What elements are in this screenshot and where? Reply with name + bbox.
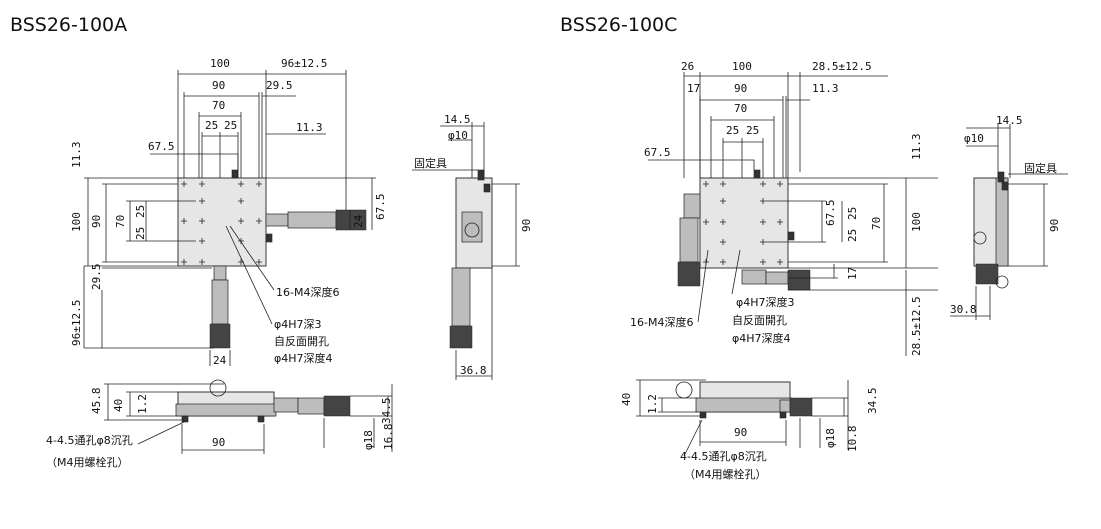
svg-text:自反面開孔: 自反面開孔 xyxy=(274,335,329,348)
svg-text:φ18: φ18 xyxy=(824,428,837,448)
left-bottom-view xyxy=(104,379,393,454)
svg-text:36.8: 36.8 xyxy=(460,364,487,377)
svg-text:67.5: 67.5 xyxy=(374,194,387,221)
svg-text:90: 90 xyxy=(90,215,103,228)
svg-text:67.5: 67.5 xyxy=(148,140,175,153)
svg-text:70: 70 xyxy=(734,102,747,115)
svg-text:φ18: φ18 xyxy=(362,430,375,450)
svg-text:90: 90 xyxy=(734,82,747,95)
svg-text:34.5: 34.5 xyxy=(866,388,879,415)
svg-text:（M4用螺栓孔）: （M4用螺栓孔） xyxy=(46,455,129,469)
svg-text:1.2: 1.2 xyxy=(136,394,149,414)
svg-text:25: 25 xyxy=(746,124,759,137)
svg-text:34.5: 34.5 xyxy=(380,398,393,425)
svg-text:4-4.5通孔φ8沉孔: 4-4.5通孔φ8沉孔 xyxy=(46,434,133,447)
svg-text:70: 70 xyxy=(870,217,883,230)
svg-text:25: 25 xyxy=(205,119,218,132)
svg-text:φ4H7深度4: φ4H7深度4 xyxy=(274,351,333,365)
svg-text:24: 24 xyxy=(213,354,227,367)
left-bottom-labels: 45.8 40 1.2 34.5 90 φ18 16.8 4-4.5通孔φ8沉孔… xyxy=(46,388,395,470)
svg-text:67.5: 67.5 xyxy=(644,146,671,159)
right-bottom-view xyxy=(636,379,849,457)
svg-text:φ10: φ10 xyxy=(964,132,984,145)
svg-text:100: 100 xyxy=(210,57,230,70)
svg-text:固定具: 固定具 xyxy=(1024,161,1057,175)
svg-text:25: 25 xyxy=(846,207,859,220)
svg-text:70: 70 xyxy=(114,215,127,228)
svg-text:1.2: 1.2 xyxy=(646,394,659,414)
svg-text:45.8: 45.8 xyxy=(90,388,103,415)
svg-text:90: 90 xyxy=(212,79,225,92)
svg-text:φ10: φ10 xyxy=(448,129,468,142)
svg-text:25: 25 xyxy=(846,229,859,242)
svg-text:17: 17 xyxy=(687,82,700,95)
svg-text:17: 17 xyxy=(846,267,859,280)
svg-text:100: 100 xyxy=(70,212,83,232)
left-hole-grid xyxy=(181,181,262,265)
svg-text:67.5: 67.5 xyxy=(824,200,837,227)
svg-text:26: 26 xyxy=(681,60,694,73)
svg-text:28.5±12.5: 28.5±12.5 xyxy=(910,296,923,356)
svg-text:自反面開孔: 自反面開孔 xyxy=(732,314,787,327)
svg-text:（M4用螺栓孔）: （M4用螺栓孔） xyxy=(684,467,767,481)
svg-text:40: 40 xyxy=(112,399,125,412)
right-top-labels: 26 100 28.5±12.5 17 90 11.3 70 25 25 67.… xyxy=(630,60,923,356)
svg-text:40: 40 xyxy=(620,393,633,406)
svg-text:16-M4深度6: 16-M4深度6 xyxy=(276,285,339,299)
svg-text:10.8: 10.8 xyxy=(846,426,859,453)
right-bottom-labels: 40 1.2 34.5 90 φ18 10.8 4-4.5通孔φ8沉孔 （M4用… xyxy=(620,388,879,482)
left-side-view xyxy=(412,122,520,380)
svg-text:29.5: 29.5 xyxy=(266,79,293,92)
svg-text:30.8: 30.8 xyxy=(950,303,977,316)
svg-text:29.5: 29.5 xyxy=(90,264,103,291)
svg-text:90: 90 xyxy=(212,436,225,449)
svg-text:28.5±12.5: 28.5±12.5 xyxy=(812,60,872,73)
svg-text:11.3: 11.3 xyxy=(910,134,923,161)
svg-text:11.3: 11.3 xyxy=(70,142,83,169)
svg-text:96±12.5: 96±12.5 xyxy=(70,300,83,346)
svg-text:25: 25 xyxy=(134,205,147,218)
left-top-view xyxy=(83,70,376,366)
svg-text:11.3: 11.3 xyxy=(296,121,323,134)
svg-text:90: 90 xyxy=(1048,219,1061,232)
svg-text:100: 100 xyxy=(910,212,923,232)
svg-text:96±12.5: 96±12.5 xyxy=(281,57,327,70)
svg-text:4-4.5通孔φ8沉孔: 4-4.5通孔φ8沉孔 xyxy=(680,450,767,463)
svg-text:φ4H7深度4: φ4H7深度4 xyxy=(732,331,791,345)
left-side-labels: 14.5 φ10 固定具 90 36.8 xyxy=(414,113,533,377)
svg-text:固定具: 固定具 xyxy=(414,156,447,170)
right-top-view xyxy=(648,72,938,356)
svg-text:25: 25 xyxy=(224,119,237,132)
right-side-view xyxy=(950,124,1068,320)
svg-text:90: 90 xyxy=(734,426,747,439)
title-left: BSS26-100A xyxy=(10,14,128,36)
svg-text:φ4H7深3: φ4H7深3 xyxy=(274,318,322,331)
svg-text:16-M4深度6: 16-M4深度6 xyxy=(630,315,693,329)
svg-text:16.8: 16.8 xyxy=(382,424,395,451)
title-right: BSS26-100C xyxy=(560,14,678,36)
svg-text:24: 24 xyxy=(352,214,365,228)
svg-text:14.5: 14.5 xyxy=(996,114,1023,127)
svg-text:70: 70 xyxy=(212,99,225,112)
svg-text:14.5: 14.5 xyxy=(444,113,471,126)
right-side-labels: 14.5 φ10 固定具 90 30.8 xyxy=(950,114,1061,316)
svg-text:φ4H7深度3: φ4H7深度3 xyxy=(736,295,795,309)
svg-text:100: 100 xyxy=(732,60,752,73)
svg-text:25: 25 xyxy=(134,227,147,240)
left-top-labels: 100 96±12.5 90 29.5 70 25 25 11.3 67.5 1… xyxy=(70,57,387,367)
svg-text:25: 25 xyxy=(726,124,739,137)
svg-text:11.3: 11.3 xyxy=(812,82,839,95)
svg-text:90: 90 xyxy=(520,219,533,232)
